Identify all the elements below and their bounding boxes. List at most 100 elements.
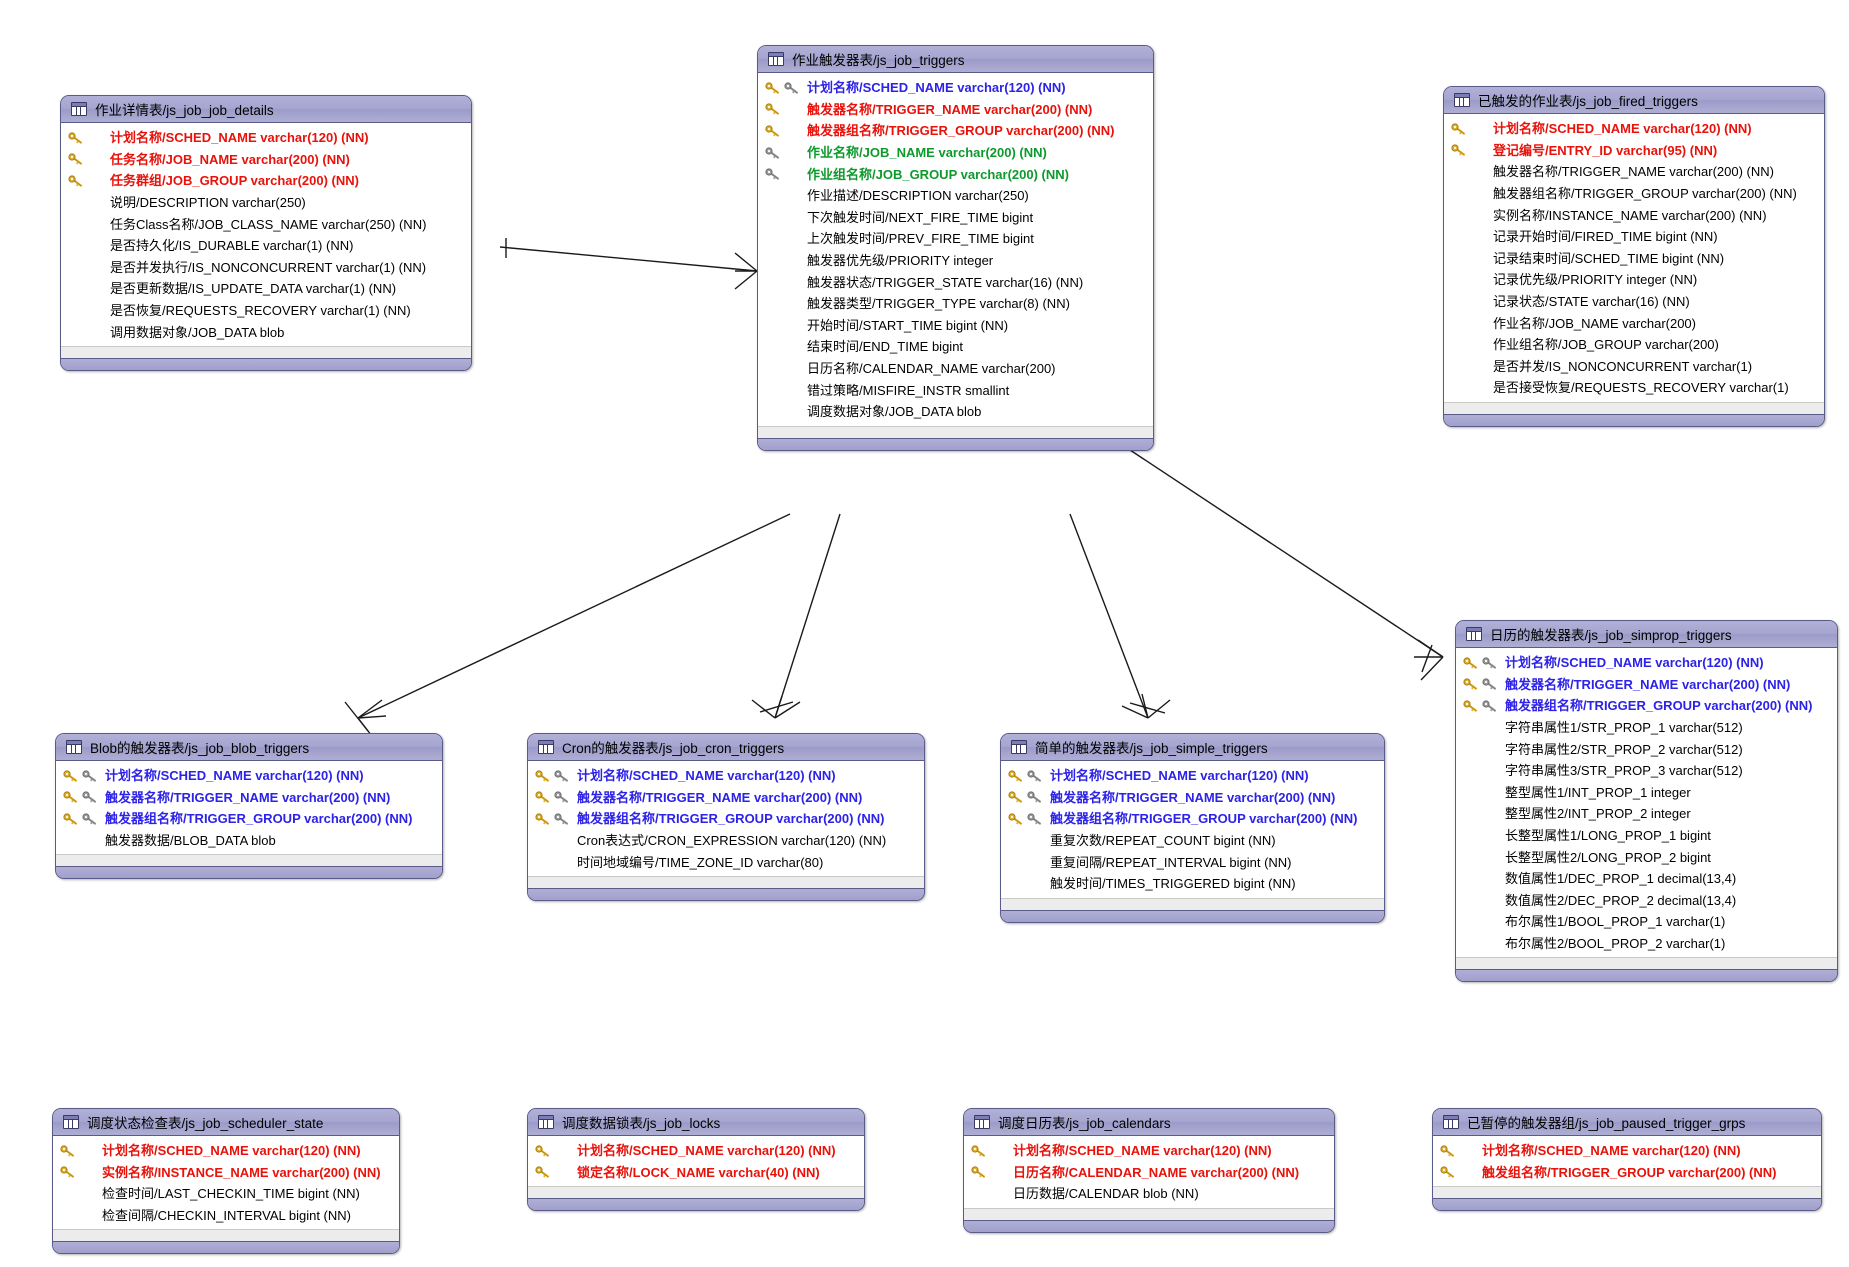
column-row[interactable]: 记录状态/STATE varchar(16) (NN) [1444,291,1824,313]
column-row[interactable]: 重复间隔/REPEAT_INTERVAL bigint (NN) [1001,851,1384,873]
column-row[interactable]: 结束时间/END_TIME bigint [758,336,1153,358]
column-row[interactable]: 检查间隔/CHECKIN_INTERVAL bigint (NN) [53,1205,399,1227]
column-row[interactable]: 日历名称/CALENDAR_NAME varchar(200) (NN) [964,1162,1334,1184]
column-row[interactable]: 触发器组名称/TRIGGER_GROUP varchar(200) (NN) [1001,808,1384,830]
column-row[interactable]: 任务Class名称/JOB_CLASS_NAME varchar(250) (N… [61,213,471,235]
entity-header-triggers[interactable]: 作业触发器表/js_job_triggers [758,46,1153,73]
entity-header-cron_triggers[interactable]: Cron的触发器表/js_job_cron_triggers [528,734,924,761]
column-row[interactable]: 触发器组名称/TRIGGER_GROUP varchar(200) (NN) [56,808,442,830]
column-row[interactable]: Cron表达式/CRON_EXPRESSION varchar(120) (NN… [528,830,924,852]
column-row[interactable]: 是否并发/IS_NONCONCURRENT varchar(1) [1444,356,1824,378]
column-row[interactable]: 日历名称/CALENDAR_NAME varchar(200) [758,358,1153,380]
column-row[interactable]: 重复次数/REPEAT_COUNT bigint (NN) [1001,830,1384,852]
column-row[interactable]: 触发组名称/TRIGGER_GROUP varchar(200) (NN) [1433,1162,1821,1184]
column-row[interactable]: 是否更新数据/IS_UPDATE_DATA varchar(1) (NN) [61,278,471,300]
column-row[interactable]: 长整型属性2/LONG_PROP_2 bigint [1456,846,1837,868]
column-row[interactable]: 布尔属性2/BOOL_PROP_2 varchar(1) [1456,933,1837,955]
column-row[interactable]: 作业名称/JOB_NAME varchar(200) [1444,312,1824,334]
entity-header-paused_trigger_grps[interactable]: 已暂停的触发器组/js_job_paused_trigger_grps [1433,1109,1821,1136]
entity-locks[interactable]: 调度数据锁表/js_job_locks 计划名称/SCHED_NAME varch… [527,1108,865,1212]
column-row[interactable]: 触发器组名称/TRIGGER_GROUP varchar(200) (NN) [1456,695,1837,717]
entity-header-simple_triggers[interactable]: 简单的触发器表/js_job_simple_triggers [1001,734,1384,761]
entity-paused_trigger_grps[interactable]: 已暂停的触发器组/js_job_paused_trigger_grps 计划名称/… [1432,1108,1822,1212]
column-row[interactable]: 记录开始时间/FIRED_TIME bigint (NN) [1444,226,1824,248]
column-row[interactable]: 数值属性2/DEC_PROP_2 decimal(13,4) [1456,890,1837,912]
column-row[interactable]: 是否恢复/REQUESTS_RECOVERY varchar(1) (NN) [61,300,471,322]
column-row[interactable]: 调度数据对象/JOB_DATA blob [758,401,1153,423]
column-row[interactable]: 布尔属性1/BOOL_PROP_1 varchar(1) [1456,911,1837,933]
column-row[interactable]: 计划名称/SCHED_NAME varchar(120) (NN) [1444,118,1824,140]
entity-scheduler_state[interactable]: 调度状态检查表/js_job_scheduler_state 计划名称/SCHED… [52,1108,400,1255]
column-row[interactable]: 是否接受恢复/REQUESTS_RECOVERY varchar(1) [1444,377,1824,399]
column-row[interactable]: 触发器状态/TRIGGER_STATE varchar(16) (NN) [758,271,1153,293]
column-row[interactable]: 计划名称/SCHED_NAME varchar(120) (NN) [53,1140,399,1162]
column-row[interactable]: 计划名称/SCHED_NAME varchar(120) (NN) [758,77,1153,99]
column-row[interactable]: 锁定名称/LOCK_NAME varchar(40) (NN) [528,1162,864,1184]
column-row[interactable]: 计划名称/SCHED_NAME varchar(120) (NN) [528,765,924,787]
column-row[interactable]: 上次触发时间/PREV_FIRE_TIME bigint [758,228,1153,250]
column-row[interactable]: 字符串属性3/STR_PROP_3 varchar(512) [1456,760,1837,782]
column-row[interactable]: 整型属性1/INT_PROP_1 integer [1456,782,1837,804]
entity-header-locks[interactable]: 调度数据锁表/js_job_locks [528,1109,864,1136]
column-row[interactable]: 整型属性2/INT_PROP_2 integer [1456,803,1837,825]
column-row[interactable]: 触发器名称/TRIGGER_NAME varchar(200) (NN) [56,787,442,809]
column-row[interactable]: 触发器组名称/TRIGGER_GROUP varchar(200) (NN) [528,808,924,830]
column-row[interactable]: 计划名称/SCHED_NAME varchar(120) (NN) [1433,1140,1821,1162]
entity-cron_triggers[interactable]: Cron的触发器表/js_job_cron_triggers 计划名称/SCHED… [527,733,925,901]
column-row[interactable]: 数值属性1/DEC_PROP_1 decimal(13,4) [1456,868,1837,890]
entity-header-fired_triggers[interactable]: 已触发的作业表/js_job_fired_triggers [1444,87,1824,114]
column-row[interactable]: 错过策略/MISFIRE_INSTR smallint [758,379,1153,401]
column-row[interactable]: 作业组名称/JOB_GROUP varchar(200) [1444,334,1824,356]
column-row[interactable]: 登记编号/ENTRY_ID varchar(95) (NN) [1444,140,1824,162]
column-row[interactable]: 触发器数据/BLOB_DATA blob [56,830,442,852]
column-row[interactable]: 开始时间/START_TIME bigint (NN) [758,315,1153,337]
column-row[interactable]: 作业组名称/JOB_GROUP varchar(200) (NN) [758,163,1153,185]
column-row[interactable]: 字符串属性1/STR_PROP_1 varchar(512) [1456,717,1837,739]
column-row[interactable]: 触发器名称/TRIGGER_NAME varchar(200) (NN) [1001,787,1384,809]
column-row[interactable]: 下次触发时间/NEXT_FIRE_TIME bigint [758,207,1153,229]
column-row[interactable]: 作业名称/JOB_NAME varchar(200) (NN) [758,142,1153,164]
column-row[interactable]: 字符串属性2/STR_PROP_2 varchar(512) [1456,738,1837,760]
column-row[interactable]: 日历数据/CALENDAR blob (NN) [964,1183,1334,1205]
column-row[interactable]: 触发器组名称/TRIGGER_GROUP varchar(200) (NN) [758,120,1153,142]
entity-job_details[interactable]: 作业详情表/js_job_job_details 计划名称/SCHED_NAME … [60,95,472,371]
entity-calendars[interactable]: 调度日历表/js_job_calendars 计划名称/SCHED_NAME va… [963,1108,1335,1233]
column-row[interactable]: 触发器优先级/PRIORITY integer [758,250,1153,272]
column-row[interactable]: 触发器类型/TRIGGER_TYPE varchar(8) (NN) [758,293,1153,315]
column-row[interactable]: 长整型属性1/LONG_PROP_1 bigint [1456,825,1837,847]
column-row[interactable]: 调用数据对象/JOB_DATA blob [61,321,471,343]
column-row[interactable]: 计划名称/SCHED_NAME varchar(120) (NN) [964,1140,1334,1162]
column-row[interactable]: 计划名称/SCHED_NAME varchar(120) (NN) [61,127,471,149]
column-row[interactable]: 是否持久化/IS_DURABLE varchar(1) (NN) [61,235,471,257]
column-row[interactable]: 触发时间/TIMES_TRIGGERED bigint (NN) [1001,873,1384,895]
entity-triggers[interactable]: 作业触发器表/js_job_triggers 计划名称/SCHED_NAME va… [757,45,1154,451]
column-row[interactable]: 触发器名称/TRIGGER_NAME varchar(200) (NN) [1444,161,1824,183]
column-row[interactable]: 实例名称/INSTANCE_NAME varchar(200) (NN) [1444,204,1824,226]
column-row[interactable]: 触发器名称/TRIGGER_NAME varchar(200) (NN) [1456,674,1837,696]
column-row[interactable]: 任务群组/JOB_GROUP varchar(200) (NN) [61,170,471,192]
column-row[interactable]: 触发器名称/TRIGGER_NAME varchar(200) (NN) [528,787,924,809]
column-row[interactable]: 计划名称/SCHED_NAME varchar(120) (NN) [56,765,442,787]
column-row[interactable]: 计划名称/SCHED_NAME varchar(120) (NN) [528,1140,864,1162]
column-row[interactable]: 是否并发执行/IS_NONCONCURRENT varchar(1) (NN) [61,257,471,279]
column-row[interactable]: 任务名称/JOB_NAME varchar(200) (NN) [61,149,471,171]
entity-header-job_details[interactable]: 作业详情表/js_job_job_details [61,96,471,123]
column-row[interactable]: 触发器组名称/TRIGGER_GROUP varchar(200) (NN) [1444,183,1824,205]
entity-header-scheduler_state[interactable]: 调度状态检查表/js_job_scheduler_state [53,1109,399,1136]
entity-fired_triggers[interactable]: 已触发的作业表/js_job_fired_triggers 计划名称/SCHED_… [1443,86,1825,427]
column-row[interactable]: 记录优先级/PRIORITY integer (NN) [1444,269,1824,291]
entity-header-blob_triggers[interactable]: Blob的触发器表/js_job_blob_triggers [56,734,442,761]
column-row[interactable]: 检查时间/LAST_CHECKIN_TIME bigint (NN) [53,1183,399,1205]
entity-header-calendars[interactable]: 调度日历表/js_job_calendars [964,1109,1334,1136]
column-row[interactable]: 时间地域编号/TIME_ZONE_ID varchar(80) [528,851,924,873]
column-row[interactable]: 说明/DESCRIPTION varchar(250) [61,192,471,214]
column-row[interactable]: 实例名称/INSTANCE_NAME varchar(200) (NN) [53,1162,399,1184]
column-row[interactable]: 计划名称/SCHED_NAME varchar(120) (NN) [1001,765,1384,787]
entity-simple_triggers[interactable]: 简单的触发器表/js_job_simple_triggers 计划名称/SCHED… [1000,733,1385,923]
column-row[interactable]: 记录结束时间/SCHED_TIME bigint (NN) [1444,248,1824,270]
column-row[interactable]: 作业描述/DESCRIPTION varchar(250) [758,185,1153,207]
column-row[interactable]: 触发器名称/TRIGGER_NAME varchar(200) (NN) [758,99,1153,121]
column-row[interactable]: 计划名称/SCHED_NAME varchar(120) (NN) [1456,652,1837,674]
entity-blob_triggers[interactable]: Blob的触发器表/js_job_blob_triggers 计划名称/SCHED… [55,733,443,880]
